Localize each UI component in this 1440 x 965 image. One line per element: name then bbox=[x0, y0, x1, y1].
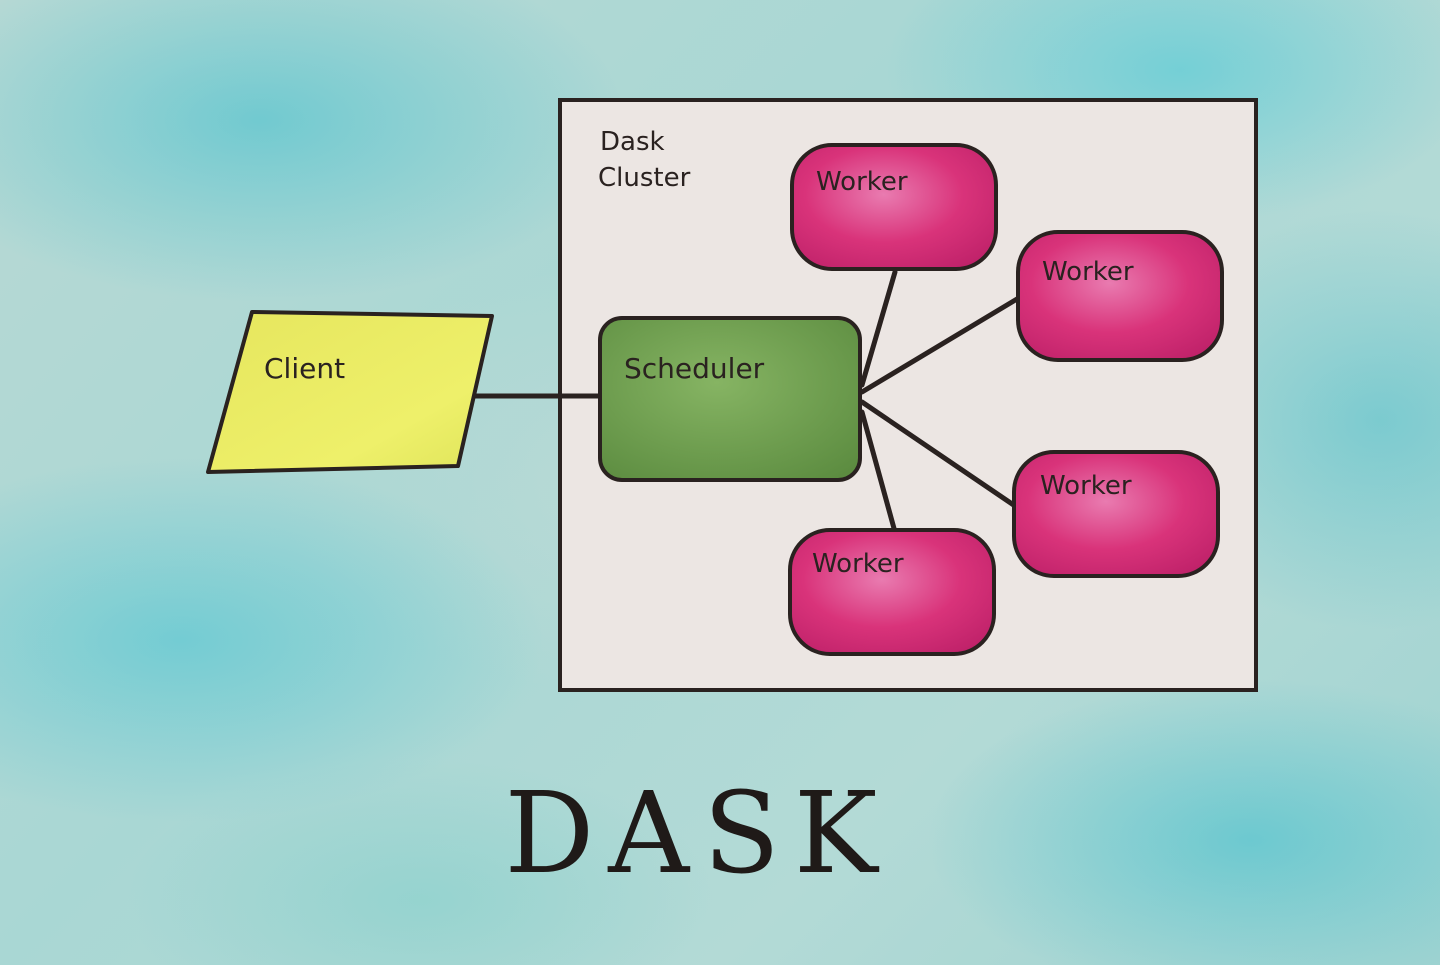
worker-shape bbox=[1016, 230, 1224, 362]
client-shape bbox=[206, 310, 494, 474]
scheduler-worker4-link bbox=[859, 409, 898, 535]
scheduler-node: Scheduler bbox=[598, 316, 862, 482]
worker-label: Worker bbox=[1042, 257, 1134, 287]
scheduler-worker3-link bbox=[859, 399, 1021, 511]
worker-node-3: Worker bbox=[1012, 450, 1220, 578]
scheduler-shape bbox=[598, 316, 862, 482]
worker-shape bbox=[790, 143, 998, 271]
worker-node-1: Worker bbox=[790, 143, 998, 271]
cluster-label-line1: Dask bbox=[600, 127, 665, 157]
scheduler-worker1-link bbox=[859, 269, 898, 388]
cluster-label-line2: Cluster bbox=[598, 163, 691, 193]
worker-label: Worker bbox=[1040, 471, 1132, 501]
worker-label: Worker bbox=[816, 167, 908, 197]
client-label: Client bbox=[264, 352, 345, 385]
scheduler-label: Scheduler bbox=[624, 352, 765, 385]
connections bbox=[471, 269, 1025, 535]
worker-label: Worker bbox=[812, 549, 904, 579]
scheduler-worker2-link bbox=[859, 293, 1025, 395]
worker-shape bbox=[1012, 450, 1220, 578]
client-node: Client bbox=[206, 310, 494, 474]
diagram-title: DASK bbox=[504, 769, 891, 899]
worker-node-4: Worker bbox=[788, 528, 996, 656]
worker-node-2: Worker bbox=[1016, 230, 1224, 362]
worker-shape bbox=[788, 528, 996, 656]
